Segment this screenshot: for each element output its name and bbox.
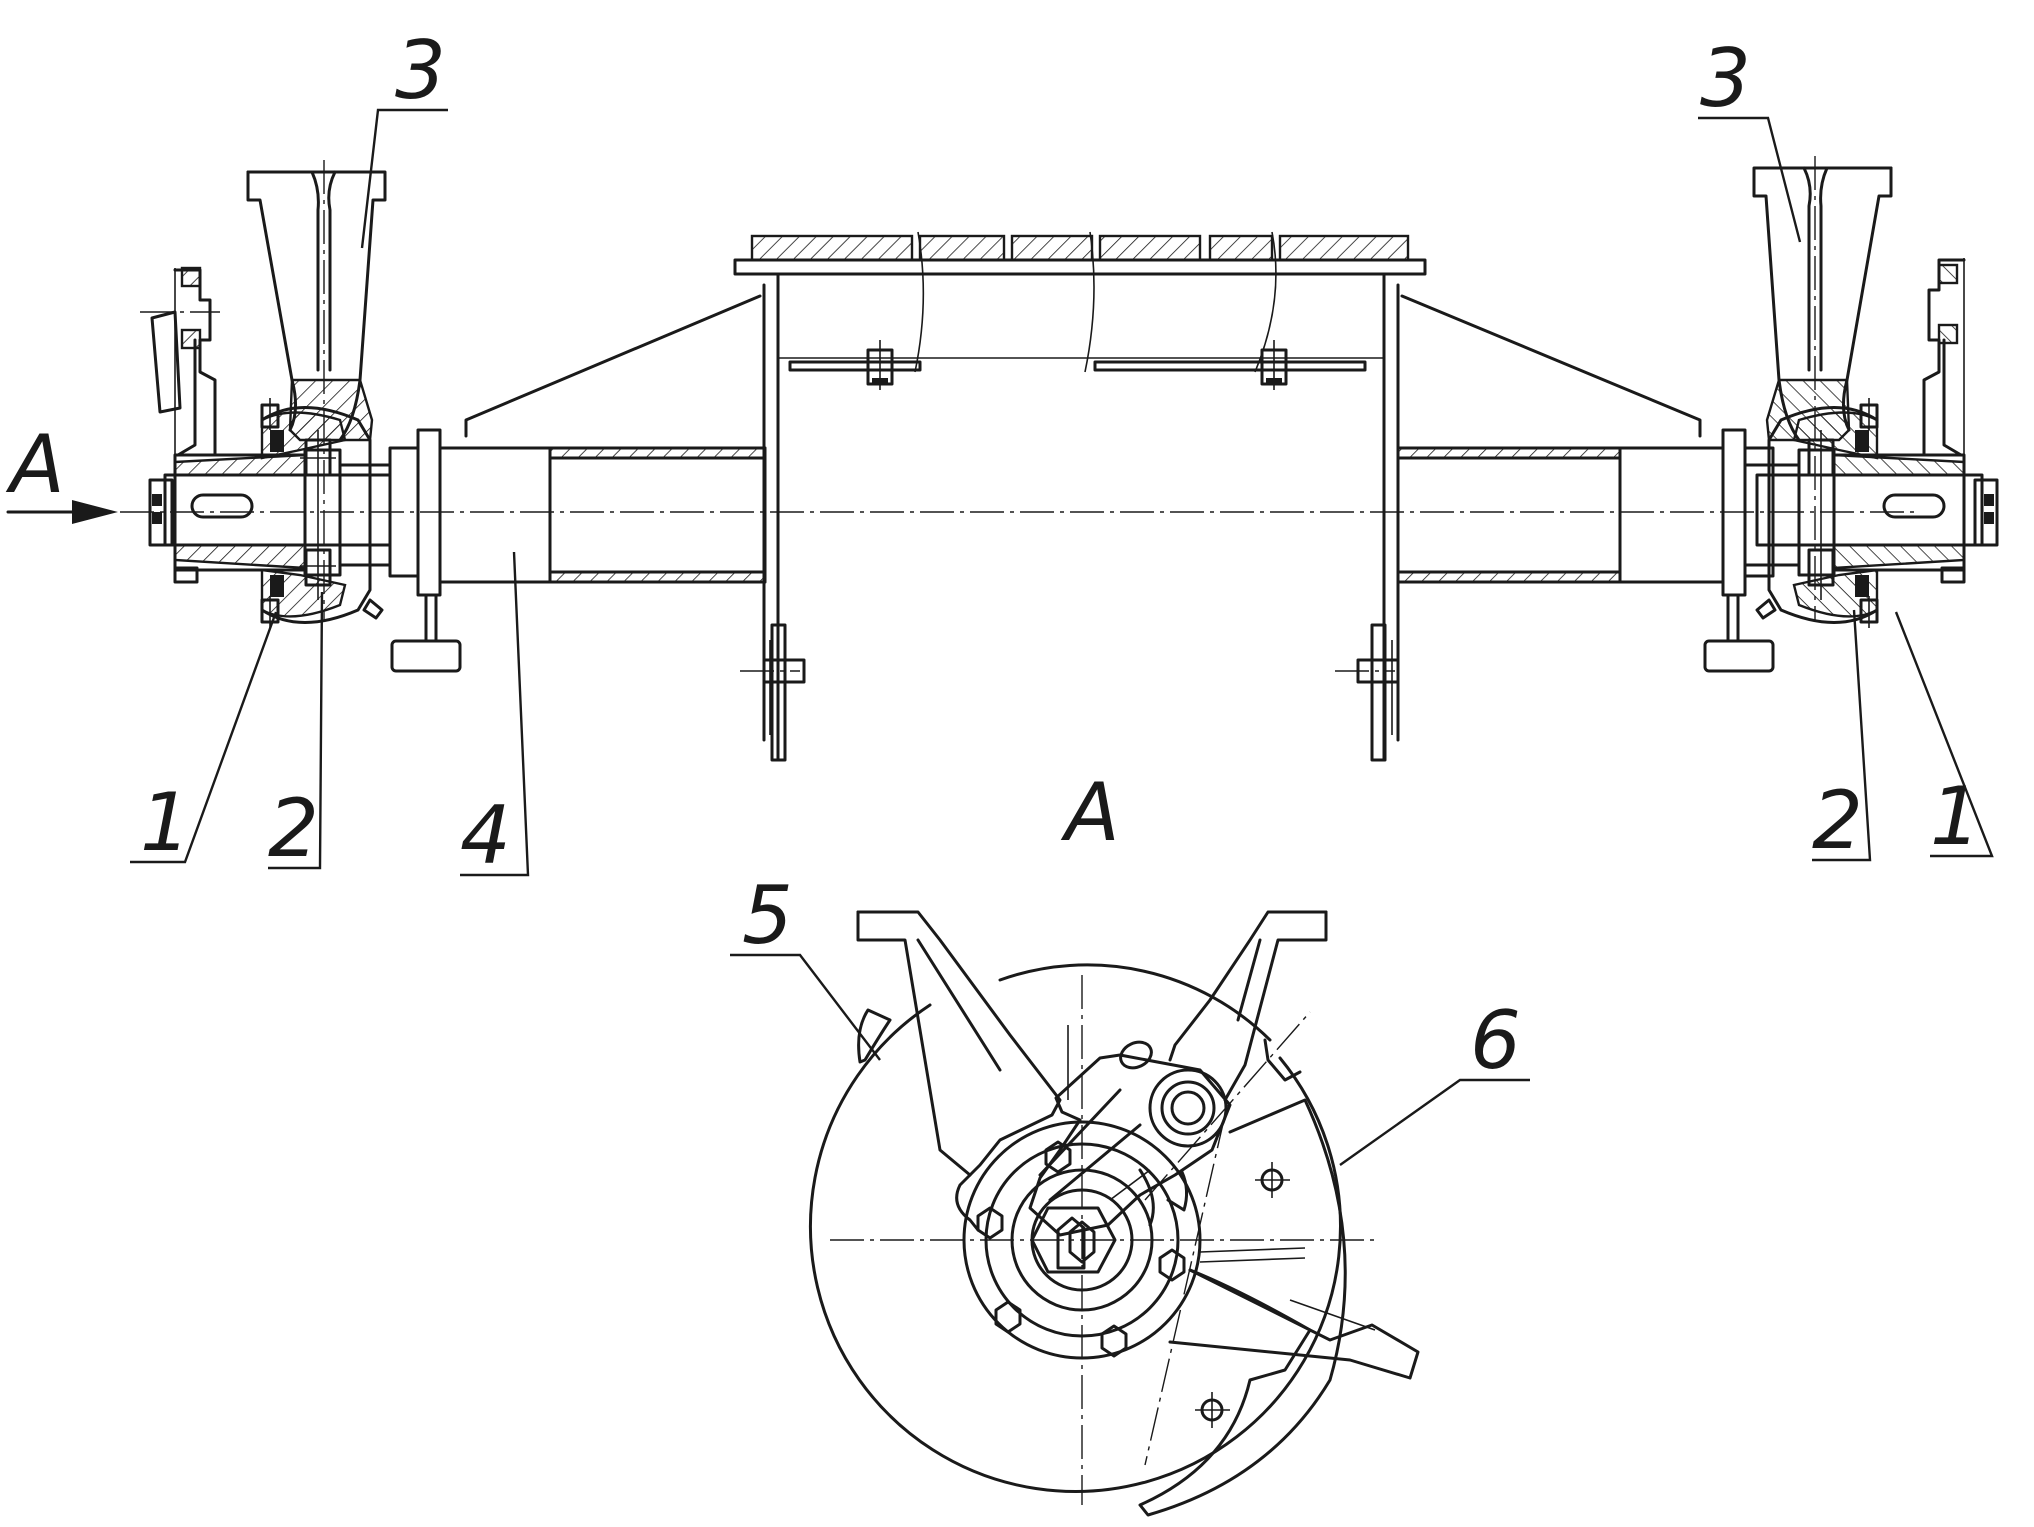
brace-right xyxy=(1400,294,1702,438)
view-a: A xyxy=(730,766,1530,1517)
axle-assembly-section: A 3 3 1 2 4 2 1 xyxy=(5,24,1999,882)
collar-left xyxy=(388,428,462,673)
view-arrow-label: A xyxy=(5,418,65,511)
callout-4: 4 xyxy=(460,551,530,882)
hub-assembly-right xyxy=(1743,156,1999,628)
svg-text:5: 5 xyxy=(742,869,793,962)
svg-text:1: 1 xyxy=(1930,770,1981,863)
lower-plate-right xyxy=(1335,623,1400,762)
scraper-arm xyxy=(1168,1268,1420,1380)
hub-disc-outer xyxy=(962,1120,1202,1360)
callout-5: 5 xyxy=(730,869,881,1061)
svg-text:3: 3 xyxy=(1700,32,1751,125)
svg-text:6: 6 xyxy=(1470,994,1521,1087)
lower-plate-left xyxy=(740,623,806,762)
svg-text:1: 1 xyxy=(140,776,191,869)
beam-bolt-right xyxy=(1260,340,1288,390)
callout-3-left: 3 xyxy=(360,24,448,249)
callout-1-right: 1 xyxy=(1894,611,1994,863)
svg-text:2: 2 xyxy=(268,782,319,875)
callout-1-left: 1 xyxy=(130,611,278,869)
view-a-title: A xyxy=(1060,766,1120,859)
beam-bolt-left xyxy=(866,340,894,390)
brace-left xyxy=(464,294,762,438)
svg-text:4: 4 xyxy=(460,789,511,882)
hub-nut xyxy=(1030,1206,1117,1274)
svg-text:3: 3 xyxy=(395,24,446,117)
axle-tube-left xyxy=(438,446,767,584)
drum-outline xyxy=(809,1003,1342,1493)
callout-2-left: 2 xyxy=(268,591,324,875)
spring-support-bracket xyxy=(856,910,1062,1232)
axle-tube-right xyxy=(1396,446,1725,584)
svg-text:2: 2 xyxy=(1812,774,1863,867)
hub-assembly-left xyxy=(140,266,392,628)
callout-6: 6 xyxy=(1339,994,1530,1166)
spring-support-left xyxy=(246,160,387,620)
callout-3-right: 3 xyxy=(1698,32,1802,243)
view-arrow: A xyxy=(5,418,118,524)
center-platform xyxy=(733,231,1427,762)
callout-2-right: 2 xyxy=(1812,609,1872,867)
